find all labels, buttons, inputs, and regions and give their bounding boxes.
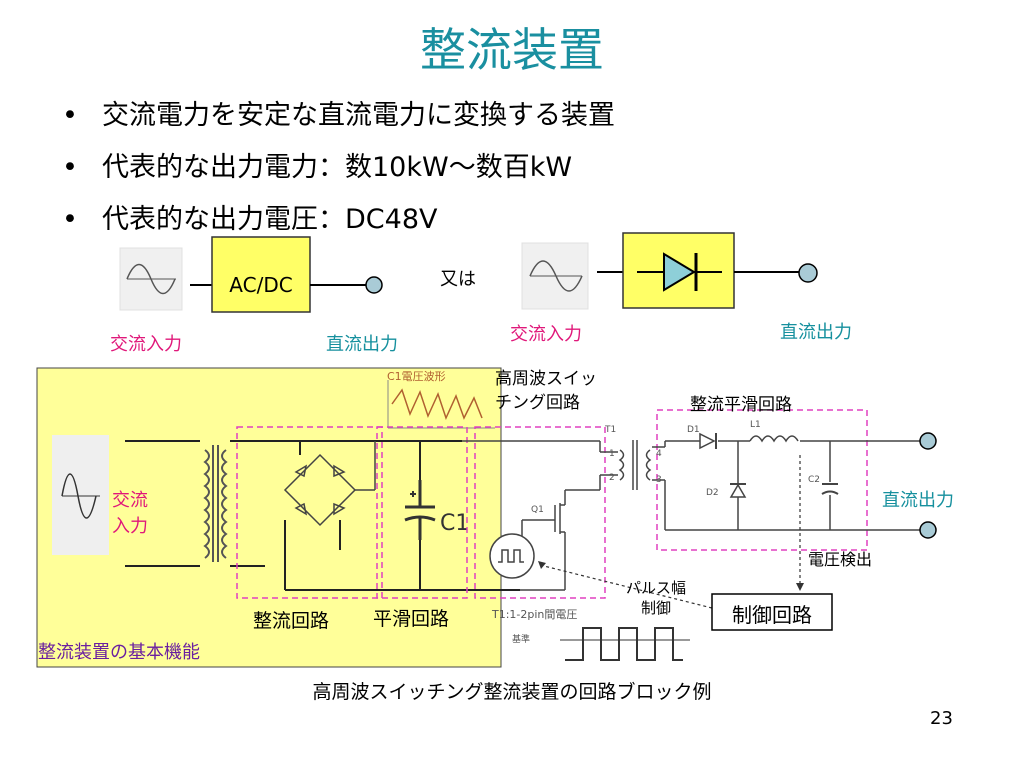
d1-mark: D1 — [687, 425, 700, 435]
inductor-l1-icon — [749, 435, 799, 443]
page-title: 整流装置 — [420, 23, 604, 77]
page-number: 23 — [930, 708, 953, 729]
control-circuit-box — [711, 593, 833, 631]
capacitor-c2-icon — [821, 483, 839, 495]
ac-input-line: 交流 — [112, 490, 148, 511]
c2-mark: C2 — [808, 475, 820, 485]
hf-switching-label: 高周波スイッ チング回路 — [495, 367, 597, 415]
dc-output-label: 直流出力 — [780, 322, 852, 343]
ac-input-line: 入力 — [112, 516, 148, 537]
output-terminal — [365, 276, 383, 294]
arrow-head-icon — [796, 583, 804, 591]
pin-label: 4 — [656, 449, 662, 459]
l1-mark: L1 — [750, 420, 761, 430]
c1-waveform-label: C1電圧波形 — [387, 370, 446, 383]
bullet-list: • 交流電力を安定な直流電力に変換する装置 • 代表的な出力電力：数10kW～数百k… — [62, 96, 615, 252]
d2-mark: D2 — [706, 488, 719, 498]
dc-output-terminal — [919, 521, 937, 539]
ac-source-icon — [119, 247, 183, 311]
basic-function-label: 整流装置の基本機能 — [38, 642, 200, 663]
output-transformer-icon — [600, 440, 665, 490]
bullet-text: 代表的な出力電力：数10kW～数百kW — [102, 152, 573, 183]
output-terminal — [798, 263, 818, 283]
circuit-dc-output-label: 直流出力 — [882, 490, 954, 511]
bullet-item: • 代表的な出力電力：数10kW～数百kW — [62, 148, 615, 200]
dc-output-label: 直流出力 — [326, 334, 398, 355]
diode-icon — [637, 252, 722, 292]
ac-source-icon — [521, 242, 589, 310]
pwm-label: パルス幅 制御 — [626, 578, 686, 618]
bullet-marker: • — [62, 152, 78, 183]
hf-switching-label-line: 高周波スイッ — [495, 369, 597, 389]
arrow-head-icon — [538, 561, 546, 569]
acdc-box — [211, 236, 311, 313]
c1-waveform — [387, 380, 495, 429]
ac-input-label: 交流入力 — [510, 324, 582, 345]
bullet-item: • 代表的な出力電圧：DC48V — [62, 200, 615, 252]
diode-d2-icon — [729, 483, 747, 498]
capacitor-c1-icon — [404, 480, 436, 540]
pwm-label-line: 制御 — [641, 599, 672, 617]
q1-mark: Q1 — [531, 505, 544, 515]
rect-smooth-label: 整流平滑回路 — [690, 395, 792, 415]
or-label: 又は — [440, 269, 476, 290]
primary-wiring — [125, 440, 520, 591]
t1-mark: T1 — [604, 425, 616, 435]
pin-label: 1 — [609, 449, 615, 459]
hf-switching-block — [474, 426, 606, 599]
ac-source-icon — [52, 435, 109, 555]
bullet-marker: • — [62, 100, 78, 131]
voltage-detect-label: 電圧検出 — [808, 550, 873, 569]
acdc-label: AC/DC — [229, 273, 293, 297]
diode-d1-icon — [699, 432, 717, 450]
secondary-wiring — [664, 440, 920, 531]
smoothing-block — [376, 426, 468, 599]
pwm-label-line: パルス幅 — [626, 579, 687, 597]
diagram-caption: 高周波スイッチング整流装置の回路ブロック例 — [312, 681, 712, 703]
pin-label: 3 — [656, 475, 662, 485]
ac-input-label: 交流入力 — [110, 334, 182, 355]
circuit-ac-input-label: 交流 入力 — [112, 488, 148, 540]
bridge-rectifier-icon — [283, 441, 376, 527]
bullet-text: 代表的な出力電圧：DC48V — [102, 204, 438, 235]
rectifier-block — [236, 426, 383, 599]
transformer-note: T1:1-2pin間電圧 — [492, 608, 578, 621]
bullet-marker: • — [62, 204, 78, 235]
rectifier-label: 整流回路 — [253, 610, 330, 632]
smoothing-label: 平滑回路 — [373, 608, 450, 630]
reference-label: 基準 — [512, 635, 531, 645]
dc-output-terminal — [919, 432, 937, 450]
hf-switching-label-line: チング回路 — [495, 393, 580, 413]
input-transformer-icon — [203, 445, 228, 562]
mosfet-q1-icon — [554, 503, 565, 534]
c1-mark: C1 — [440, 511, 469, 536]
pin-label: 2 — [609, 473, 615, 483]
square-waveform — [560, 627, 690, 661]
bullet-item: • 交流電力を安定な直流電力に変換する装置 — [62, 96, 615, 148]
bullet-text: 交流電力を安定な直流電力に変換する装置 — [102, 100, 615, 131]
control-circuit-label: 制御回路 — [732, 603, 812, 627]
pulse-generator-icon — [489, 533, 535, 579]
